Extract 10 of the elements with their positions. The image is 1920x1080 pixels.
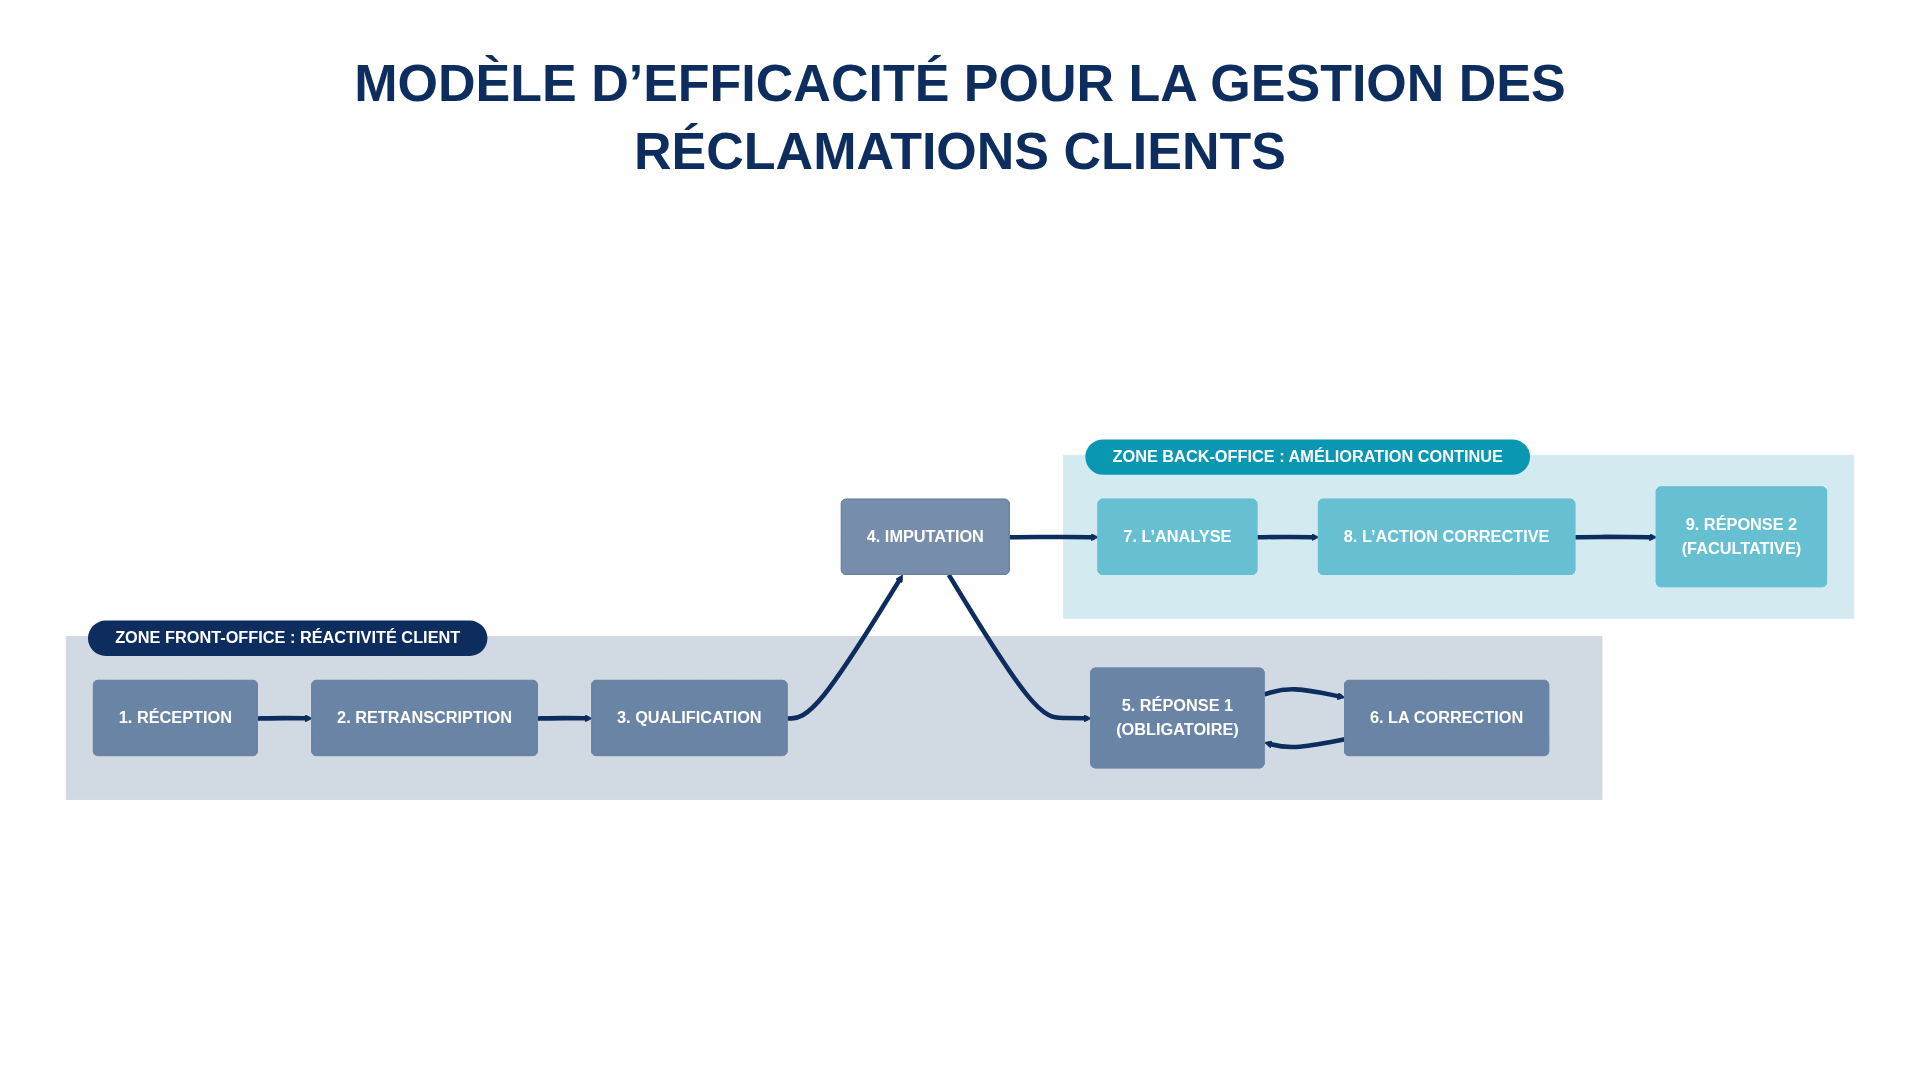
arrow [1257,533,1320,542]
arrow [537,714,593,723]
arrow [1263,687,1346,701]
arrow [1264,737,1346,750]
arrow [946,573,1092,723]
arrow [1009,533,1099,542]
arrow [1575,533,1658,542]
arrow [257,714,313,723]
arrow [787,574,904,721]
title: MODÈLE D’EFFICACITÉ POUR LA GESTION DES RÉCLAMATIONS CLIENTS [353,53,1567,182]
